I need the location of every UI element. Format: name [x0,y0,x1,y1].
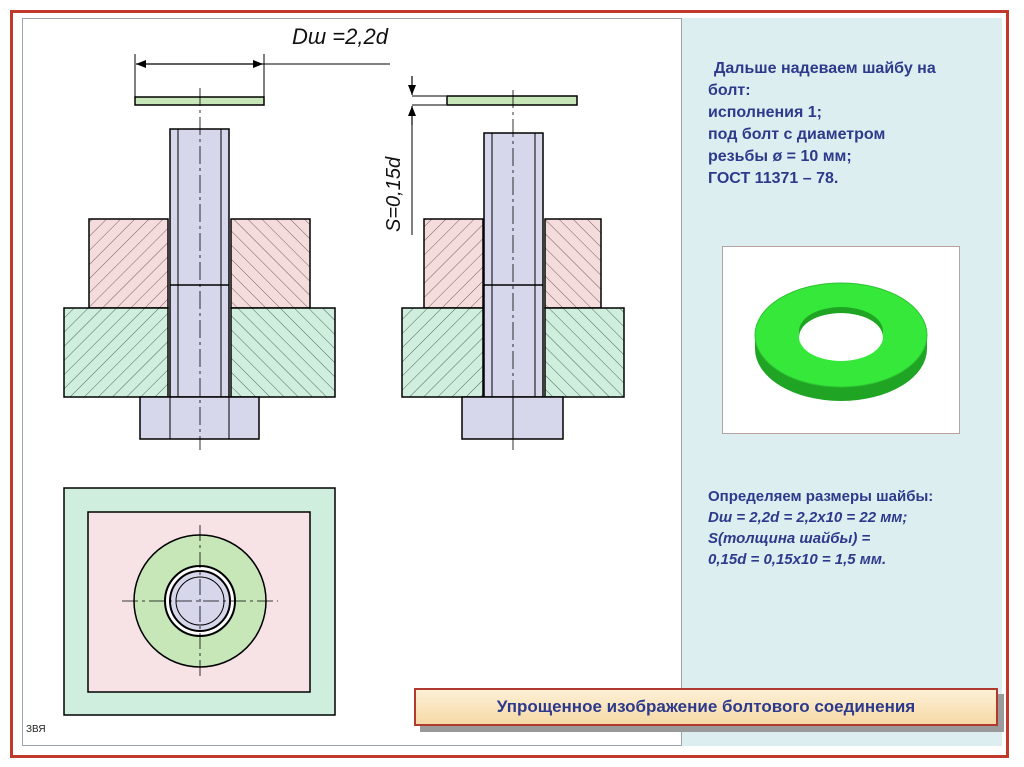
washer-3d-icon [754,282,928,401]
info-line: Dш = 2,2d = 2,2х10 = 22 мм; [708,509,908,526]
info-line: под болт с диаметром [708,126,886,143]
info-line: Дальше надеваем шайбу на [714,60,936,77]
info-text-bottom: Определяем размеры шайбы: Dш = 2,2d = 2,… [708,486,1008,570]
lower-plate-right [230,307,336,398]
lower-plate-right-2 [544,307,625,398]
top-view [63,487,336,716]
lower-plate-left-2 [401,307,484,398]
info-text-top: Дальше надеваем шайбу на болт: исполнени… [708,58,998,190]
bolt-shank [169,128,230,398]
bolt-shank-right [483,132,544,398]
info-line: S(толщина шайбы) = [708,530,871,547]
banner-title: Упрощенное изображение болтового соедине… [496,697,916,716]
right-assembly: S=0,15d [383,76,625,450]
left-assembly: Dш =2,2d [63,24,390,450]
title-banner: Упрощенное изображение болтового соедине… [414,688,998,726]
upper-plate-right-2 [544,218,602,309]
info-line: исполнения 1; [708,104,823,121]
washer-section-right [446,95,578,106]
upper-plate-right [230,218,311,309]
info-line: резьбы ø = 10 мм; [708,148,852,165]
author-mark: ЗВЯ [26,724,46,735]
dim-diameter-label: Dш =2,2d [292,24,389,49]
info-line: 0,15d = 0,15х10 = 1,5 мм. [708,551,887,568]
bolt-head [139,396,260,440]
info-line: Определяем размеры шайбы: [708,488,934,505]
dim-thickness-label: S=0,15d [383,156,405,232]
info-line: ГОСТ 11371 – 78. [708,170,839,187]
washer-3d-image [722,246,960,434]
washer-section [134,96,265,106]
lower-plate-left [63,307,169,398]
upper-plate-left-2 [423,218,484,309]
upper-plate-left [88,218,169,309]
info-line: болт: [708,82,751,99]
